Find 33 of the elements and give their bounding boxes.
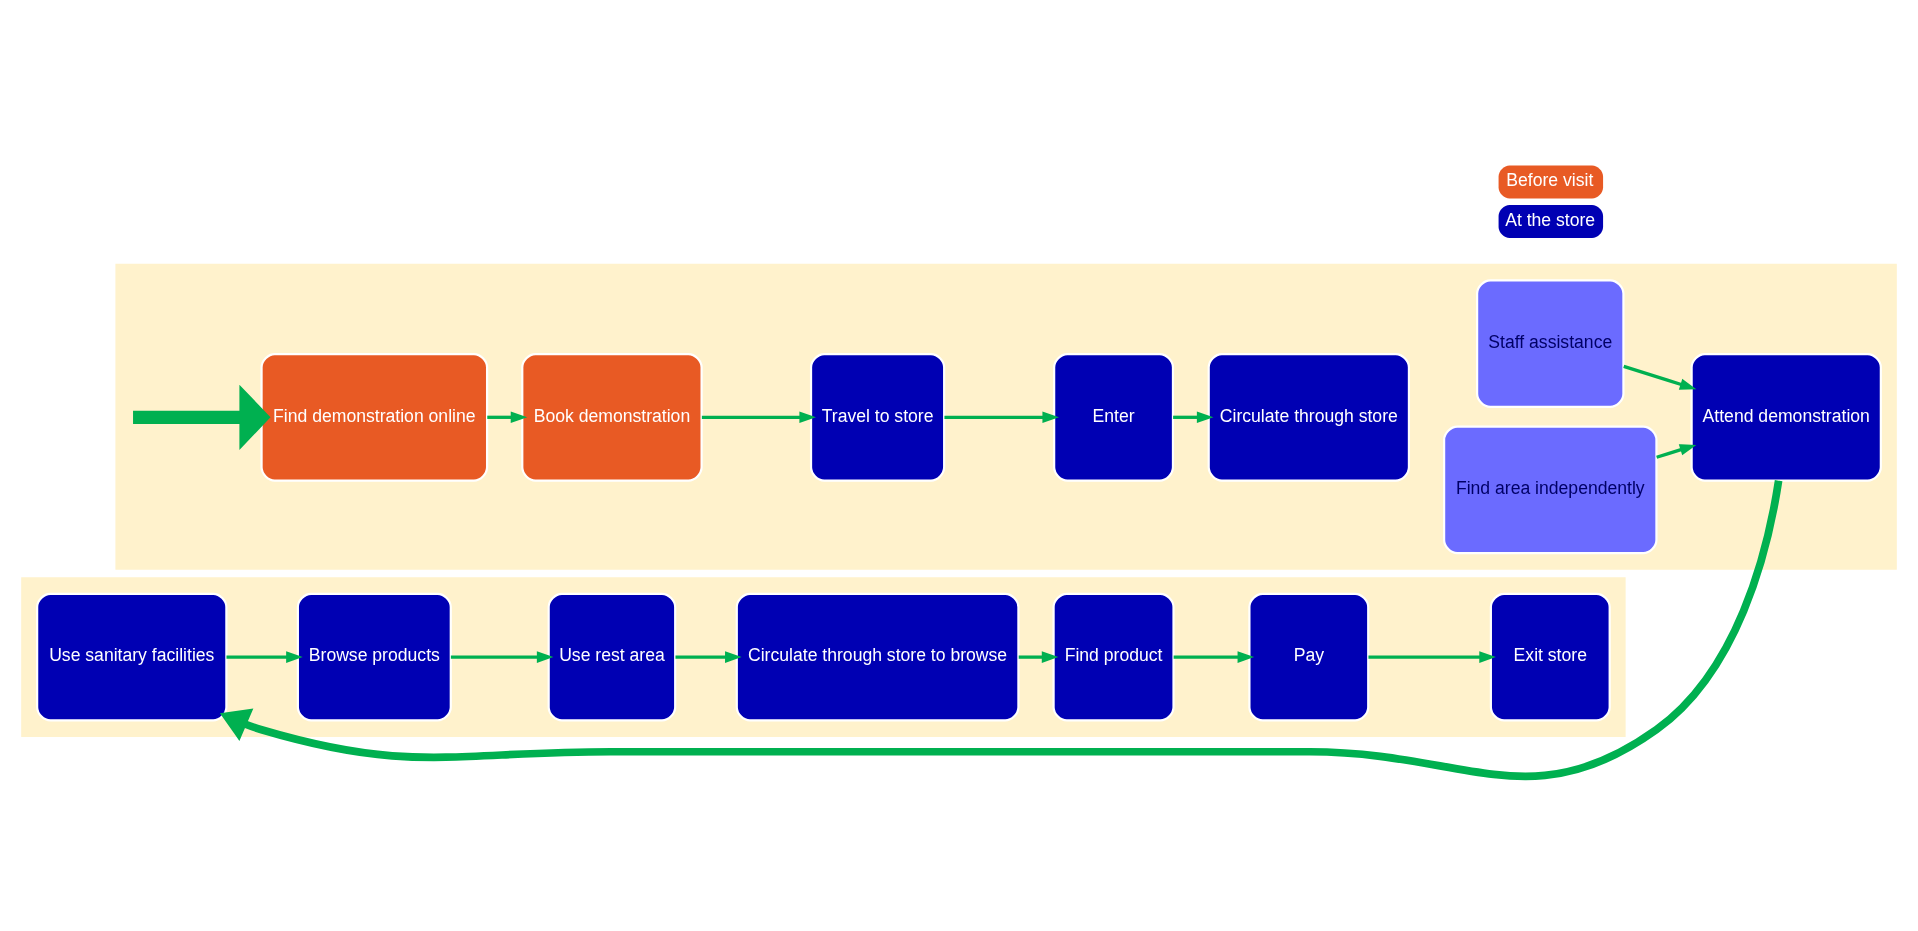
arrow: [701, 411, 816, 424]
node-box: Attend demonstration: [1690, 352, 1882, 482]
node-box: Use rest area: [547, 592, 677, 722]
cluster: [21, 577, 1626, 737]
arrow: [675, 651, 742, 663]
node-box: Staff assistance: [1476, 279, 1625, 408]
arrow: [1018, 651, 1059, 663]
arrow: [450, 651, 554, 663]
legend-label: Before visit: [1506, 170, 1594, 191]
arrow: [944, 411, 1059, 424]
arrow: [1656, 444, 1697, 459]
arrow: [133, 384, 271, 450]
cluster: [115, 263, 1897, 570]
node-box: Pay: [1248, 592, 1370, 722]
arrow: [1368, 651, 1496, 663]
arrow: [219, 480, 1783, 780]
arrow: [487, 411, 528, 424]
arrow: [1173, 411, 1214, 424]
arrow: [1623, 364, 1697, 390]
arrow: [1173, 651, 1255, 663]
node-box: Travel to store: [809, 352, 946, 482]
node-box: Enter: [1053, 352, 1175, 482]
node-box: Browse products: [296, 592, 452, 722]
legend-label: At the store: [1505, 209, 1596, 230]
node-box: Exit store: [1489, 592, 1611, 722]
node-box: Circulate through store: [1207, 352, 1410, 482]
node-box: Find product: [1052, 592, 1175, 722]
node-box: Circulate through store to browse: [735, 592, 1020, 722]
node-box: Book demonstration: [521, 352, 703, 482]
node-box: Use sanitary facilities: [36, 592, 228, 722]
node-box: Find area independently: [1443, 425, 1658, 555]
arrow: [226, 651, 303, 663]
node-box: Find demonstration online: [260, 352, 489, 482]
